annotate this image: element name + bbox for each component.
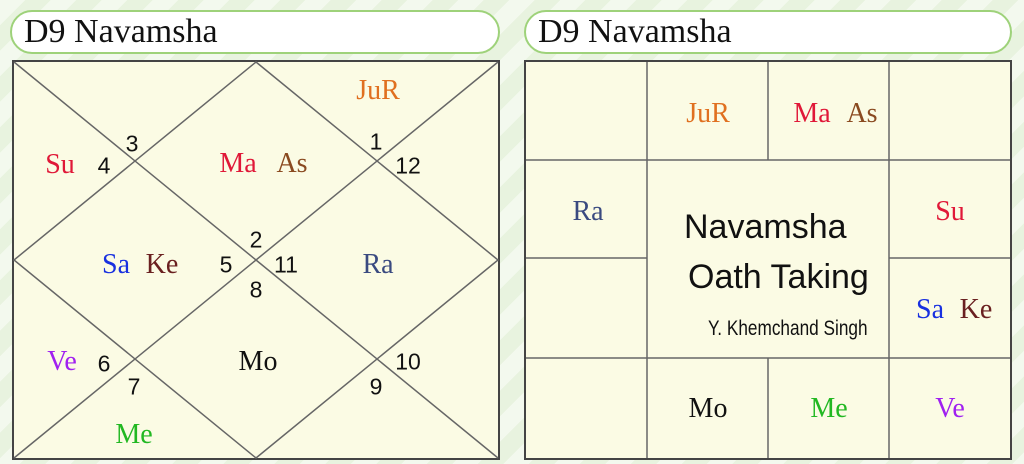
sign-number: 9	[369, 373, 383, 400]
sign-number: 1	[369, 128, 383, 155]
left-chart-title: D9 Navamsha	[10, 10, 500, 54]
sign-number: 11	[274, 251, 298, 278]
planet-rahu: Ra	[362, 249, 394, 280]
sign-number: 10	[395, 348, 421, 375]
planet-rahu: Ra	[572, 196, 604, 227]
sign-number: 4	[97, 152, 111, 179]
sign-number: 3	[125, 130, 139, 157]
planet-venus: Ve	[47, 346, 77, 377]
sign-number: 12	[395, 152, 421, 179]
diagonal-anti	[13, 61, 499, 459]
planet-saturn: Sa	[102, 249, 130, 280]
planet-mercury: Me	[810, 393, 848, 424]
sign-number: 7	[127, 373, 141, 400]
planet-moon: Mo	[688, 393, 728, 424]
planet-jupiter-retro: JuR	[356, 75, 400, 106]
planet-mars: Ma	[793, 98, 831, 129]
right-chart-title: D9 Navamsha	[524, 10, 1012, 54]
right-south-indian-chart: JuR Ma As Ra Su Sa Ke Mo Me Ve Navamsha …	[524, 60, 1012, 460]
planet-ketu: Ke	[145, 249, 179, 280]
planet-venus: Ve	[935, 393, 965, 424]
center-title: Navamsha	[684, 208, 847, 246]
left-north-indian-chart: 3 4 1 12 2 5 11 8 6 7 10 9 JuR Ma As Su …	[12, 60, 500, 460]
sign-number: 5	[219, 251, 233, 278]
center-subtitle: Oath Taking	[688, 258, 869, 296]
planet-ascendant: As	[276, 148, 308, 179]
right-chart-lines	[526, 62, 1010, 458]
planet-sun: Su	[935, 196, 965, 227]
planet-moon: Mo	[238, 346, 278, 377]
planet-ascendant: As	[846, 98, 878, 129]
planet-ketu: Ke	[959, 294, 993, 325]
planet-saturn: Sa	[916, 294, 944, 325]
center-author: Y. Khemchand Singh	[708, 317, 868, 340]
sign-number: 2	[249, 226, 263, 253]
left-chart-lines	[12, 61, 500, 459]
sign-number: 8	[249, 276, 263, 303]
inner-diamond	[12, 61, 500, 459]
planet-mercury: Me	[115, 419, 153, 450]
planet-mars: Ma	[219, 148, 257, 179]
planet-sun: Su	[45, 149, 75, 180]
planet-jupiter-retro: JuR	[686, 98, 730, 129]
sign-number: 6	[97, 350, 111, 377]
